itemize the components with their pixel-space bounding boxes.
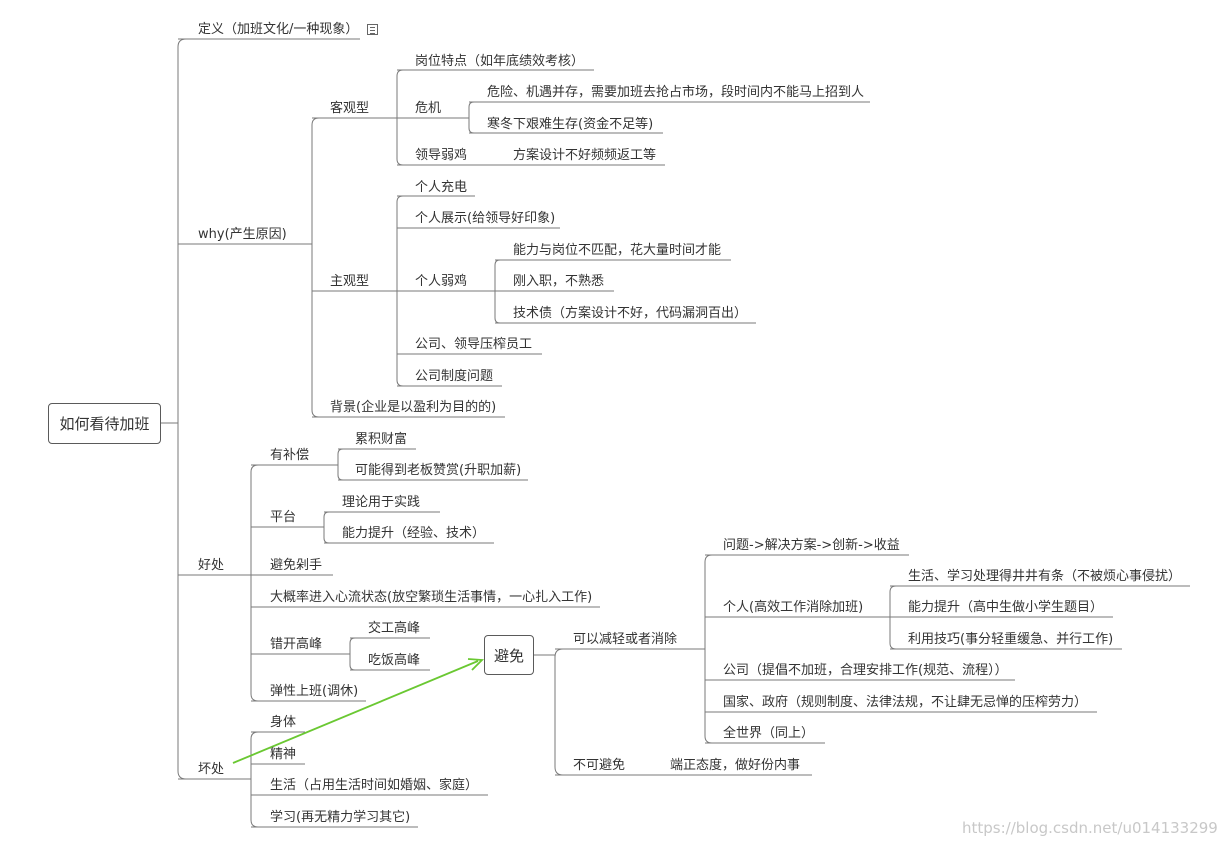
avoid-node[interactable]: 避免 xyxy=(484,635,534,675)
body-topic[interactable]: 身体 xyxy=(270,715,297,730)
benefits-topic[interactable]: 好处 xyxy=(198,558,225,573)
chain-topic[interactable]: 问题->解决方案->创新->收益 xyxy=(723,538,900,553)
root-node[interactable]: 如何看待加班 xyxy=(48,403,161,444)
note-icon[interactable] xyxy=(367,24,378,35)
post-topic[interactable]: 岗位特点（如年底绩效考核） xyxy=(415,54,585,69)
squeeze-topic[interactable]: 公司、领导压榨员工 xyxy=(415,337,533,352)
unavoidable-topic[interactable]: 不可避免 xyxy=(573,758,626,773)
platform-topic[interactable]: 平台 xyxy=(270,510,297,525)
spirit-topic[interactable]: 精神 xyxy=(270,747,297,762)
offpeak-b-topic[interactable]: 吃饭高峰 xyxy=(368,653,421,668)
flex-topic[interactable]: 弹性上班(调休) xyxy=(270,684,359,699)
crisis-topic[interactable]: 危机 xyxy=(415,101,442,116)
why-topic[interactable]: why(产生原因) xyxy=(198,227,287,242)
flow-topic[interactable]: 大概率进入心流状态(放空繁琐生活事情，一心扎入工作) xyxy=(270,590,593,605)
life-topic[interactable]: 生活（占用生活时间如婚姻、家庭） xyxy=(270,778,479,793)
system-topic[interactable]: 公司制度问题 xyxy=(415,369,494,384)
weak-leader-topic[interactable]: 领导弱鸡 xyxy=(415,148,468,163)
personal-b-topic[interactable]: 能力提升（高中生做小学生题目） xyxy=(908,600,1104,615)
nation-topic[interactable]: 国家、政府（规则制度、法律法规，不让肆无忌惮的压榨劳力） xyxy=(723,695,1088,710)
weak-topic[interactable]: 个人弱鸡 xyxy=(415,274,468,289)
world-topic[interactable]: 全世界（同上） xyxy=(723,726,815,741)
charge-topic[interactable]: 个人充电 xyxy=(415,180,468,195)
personal-topic[interactable]: 个人(高效工作消除加班) xyxy=(723,600,864,615)
crisis-b-topic[interactable]: 寒冬下艰难生存(资金不足等) xyxy=(487,117,654,132)
personal-c-topic[interactable]: 利用技巧(事分轻重缓急、并行工作) xyxy=(908,632,1114,647)
platform-b-topic[interactable]: 能力提升（经验、技术） xyxy=(342,526,486,541)
offpeak-topic[interactable]: 错开高峰 xyxy=(270,637,323,652)
personal-a-topic[interactable]: 生活、学习处理得井井有条（不被烦心事侵扰） xyxy=(908,569,1182,584)
company-topic[interactable]: 公司（提倡不加班，合理安排工作(规范、流程）） xyxy=(723,663,1008,678)
compensation-b-topic[interactable]: 可能得到老板赞赏(升职加薪) xyxy=(355,463,522,478)
offpeak-a-topic[interactable]: 交工高峰 xyxy=(368,621,421,636)
watermark: https://blog.csdn.net/u014133299 xyxy=(962,819,1218,837)
background-topic[interactable]: 背景(企业是以盈利为目的的) xyxy=(330,400,497,415)
study-topic[interactable]: 学习(再无精力学习其它) xyxy=(270,810,411,825)
weak-leader-a-topic[interactable]: 方案设计不好频频返工等 xyxy=(513,148,657,163)
subjective-topic[interactable]: 主观型 xyxy=(330,274,370,289)
reducible-topic[interactable]: 可以减轻或者消除 xyxy=(573,632,678,647)
harms-topic[interactable]: 坏处 xyxy=(198,762,225,777)
weak-a-topic[interactable]: 能力与岗位不匹配，花大量时间才能 xyxy=(513,243,722,258)
weak-b-topic[interactable]: 刚入职，不熟悉 xyxy=(513,274,605,289)
show-topic[interactable]: 个人展示(给领导好印象) xyxy=(415,211,556,226)
definition-topic[interactable]: 定义（加班文化/一种现象） xyxy=(198,22,359,37)
avoid-hand-topic[interactable]: 避免剁手 xyxy=(270,558,323,573)
weak-c-topic[interactable]: 技术债（方案设计不好，代码漏洞百出） xyxy=(513,306,748,321)
objective-topic[interactable]: 客观型 xyxy=(330,101,370,116)
crisis-a-topic[interactable]: 危险、机遇并存，需要加班去抢占市场，段时间内不能马上招到人 xyxy=(487,85,865,100)
compensation-topic[interactable]: 有补偿 xyxy=(270,448,310,463)
compensation-a-topic[interactable]: 累积财富 xyxy=(355,432,408,447)
unavoidable-a-topic[interactable]: 端正态度，做好份内事 xyxy=(670,758,801,773)
platform-a-topic[interactable]: 理论用于实践 xyxy=(342,495,421,510)
